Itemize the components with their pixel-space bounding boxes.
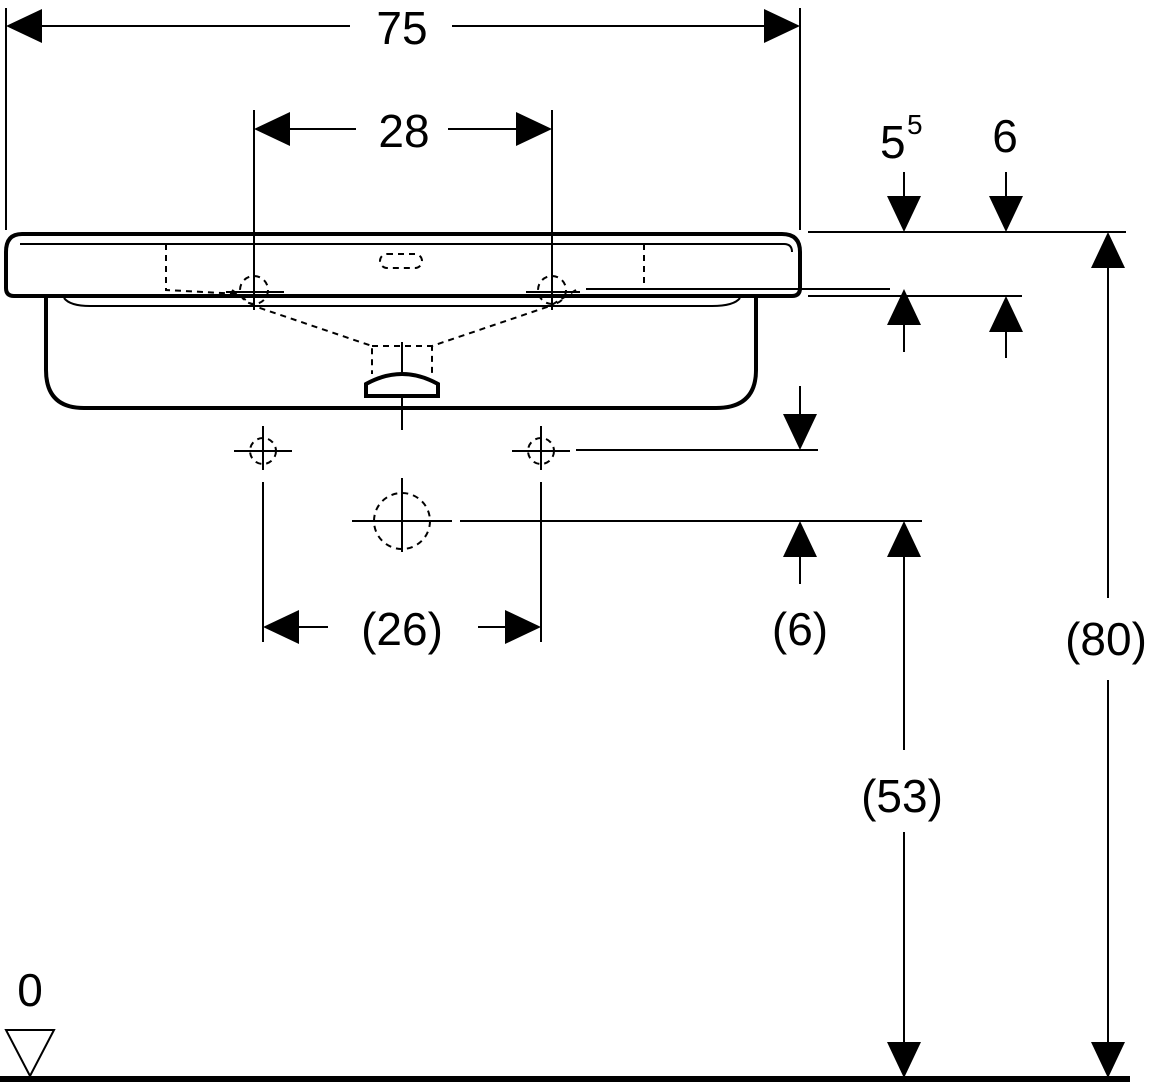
tap-hole-spacing-label: 28: [378, 105, 429, 157]
waste-connection-point: [352, 478, 452, 552]
rim-offset-a-superscript: 5: [907, 109, 923, 140]
rim-offset-a-label: 5: [880, 116, 906, 168]
dimension-supply-spacing: (26): [262, 482, 542, 655]
dimension-overall-width: 75: [5, 2, 801, 230]
dimension-waste-height: (53): [861, 521, 943, 1078]
supply-point-right: [512, 426, 570, 470]
waste-height-label: (53): [861, 770, 943, 822]
supply-point-left: [234, 426, 292, 470]
supply-spacing-label: (26): [361, 603, 443, 655]
dimension-tap-hole-spacing: 28: [253, 105, 553, 310]
rim-height-label: (80): [1065, 613, 1147, 665]
dimension-rim-height: (80): [1065, 232, 1147, 1078]
washbasin-outline: [4, 232, 802, 430]
rim-offset-b-label: 6: [992, 110, 1018, 162]
waste-offset-label: (6): [772, 603, 828, 655]
floor-level-label: 0: [17, 964, 43, 1016]
floor-level: 0: [0, 964, 1130, 1082]
overall-width-label: 75: [376, 2, 427, 54]
dimension-waste-offset: (6): [460, 386, 922, 655]
dimension-rim-thickness: 5 5 6: [586, 109, 1126, 358]
